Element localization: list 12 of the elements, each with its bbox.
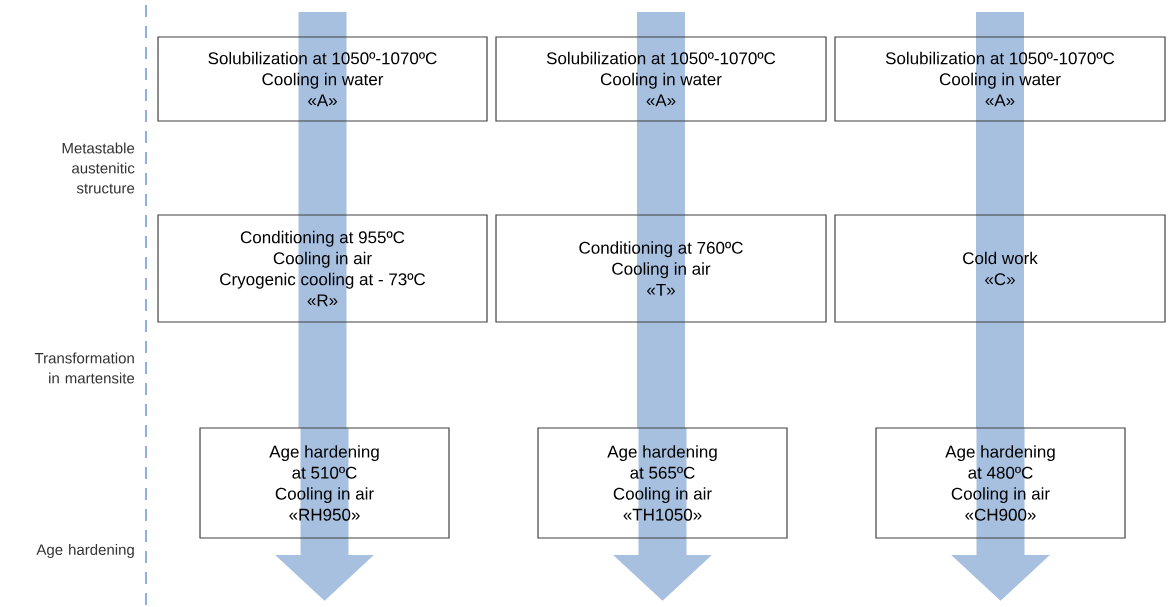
process-box: Cold work «C» — [834, 214, 1166, 323]
process-box: Solubilization at 1050º-1070ºC Cooling in water «A» — [495, 36, 827, 122]
stage-label: Age hardening — [36, 544, 134, 558]
process-box: Age hardening at 480ºC Cooling in air «CH900» — [875, 427, 1126, 539]
stage-label: Metastable austenitic structure — [62, 142, 135, 194]
stage-label: Transformation in martensite — [34, 352, 135, 384]
process-box: Age hardening at 510ºC Cooling in air «RH950» — [199, 427, 450, 539]
process-box: Solubilization at 1050º-1070ºC Cooling in water «A» — [157, 36, 488, 122]
process-box: Conditioning at 760ºC Cooling in air «T» — [495, 214, 827, 323]
process-box: Solubilization at 1050º-1070ºC Cooling in water «A» — [834, 36, 1166, 122]
process-box: Age hardening at 565ºC Cooling in air «TH1050» — [537, 427, 788, 539]
process-box: Conditioning at 955ºC Cooling in air Cryogenic cooling at - 73ºC «R» — [157, 214, 488, 323]
